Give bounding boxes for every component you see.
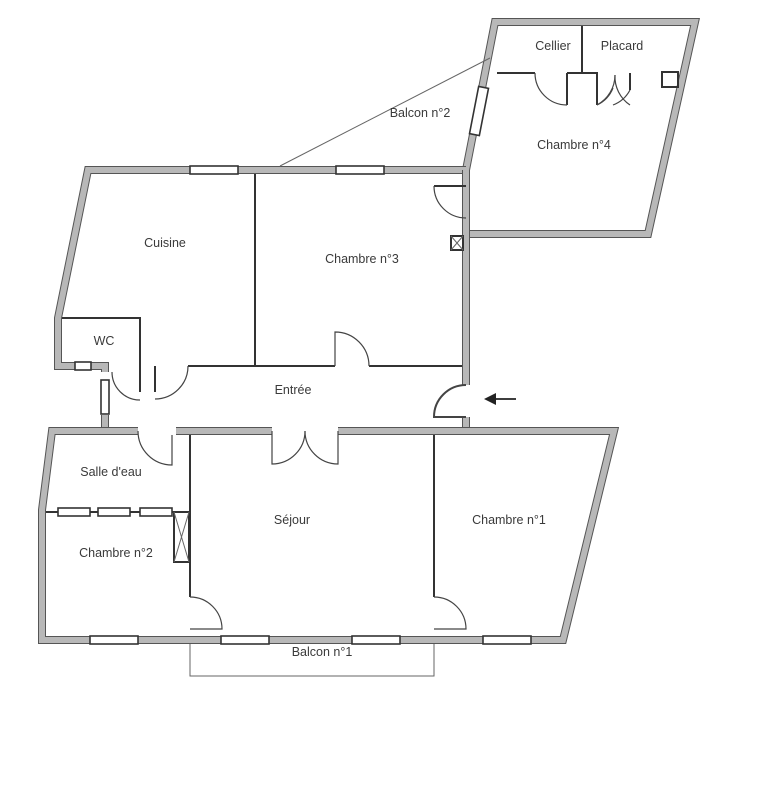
label-sejour: Séjour [274,513,310,527]
label-chambre1: Chambre n°1 [472,513,546,527]
entrance-arrow-icon [484,393,516,405]
label-cuisine: Cuisine [144,236,186,250]
label-salle-eau: Salle d'eau [80,465,142,479]
label-balcon2: Balcon n°2 [390,106,451,120]
windows [57,85,532,645]
exterior-walls [38,18,700,644]
label-chambre4: Chambre n°4 [537,138,611,152]
window-chambre3 [335,165,385,175]
window-salle-eau-2 [97,507,131,517]
label-cellier: Cellier [535,39,570,53]
label-placard: Placard [601,39,643,53]
label-chambre3: Chambre n°3 [325,252,399,266]
window-cuisine [189,165,239,175]
window-salle-eau-3 [139,507,173,517]
doors [111,72,631,630]
window-sejour-1 [220,635,270,645]
balcon2-outline [279,57,491,167]
label-chambre2: Chambre n°2 [79,546,153,560]
window-wc [74,361,92,371]
balcon1-outline [189,644,435,677]
label-wc: WC [94,334,115,348]
window-chambre1 [482,635,532,645]
ventilation-ducts [173,235,464,563]
window-salle-eau-1 [57,507,91,517]
window-chambre2 [89,635,139,645]
window-chambre4 [468,85,490,137]
window-sejour-2 [351,635,401,645]
room-labels: Cellier Placard Chambre n°4 Balcon n°2 C… [79,39,643,659]
balconies [189,57,491,677]
label-entree: Entrée [275,383,312,397]
window-entree [100,379,110,415]
label-balcon1: Balcon n°1 [292,645,353,659]
